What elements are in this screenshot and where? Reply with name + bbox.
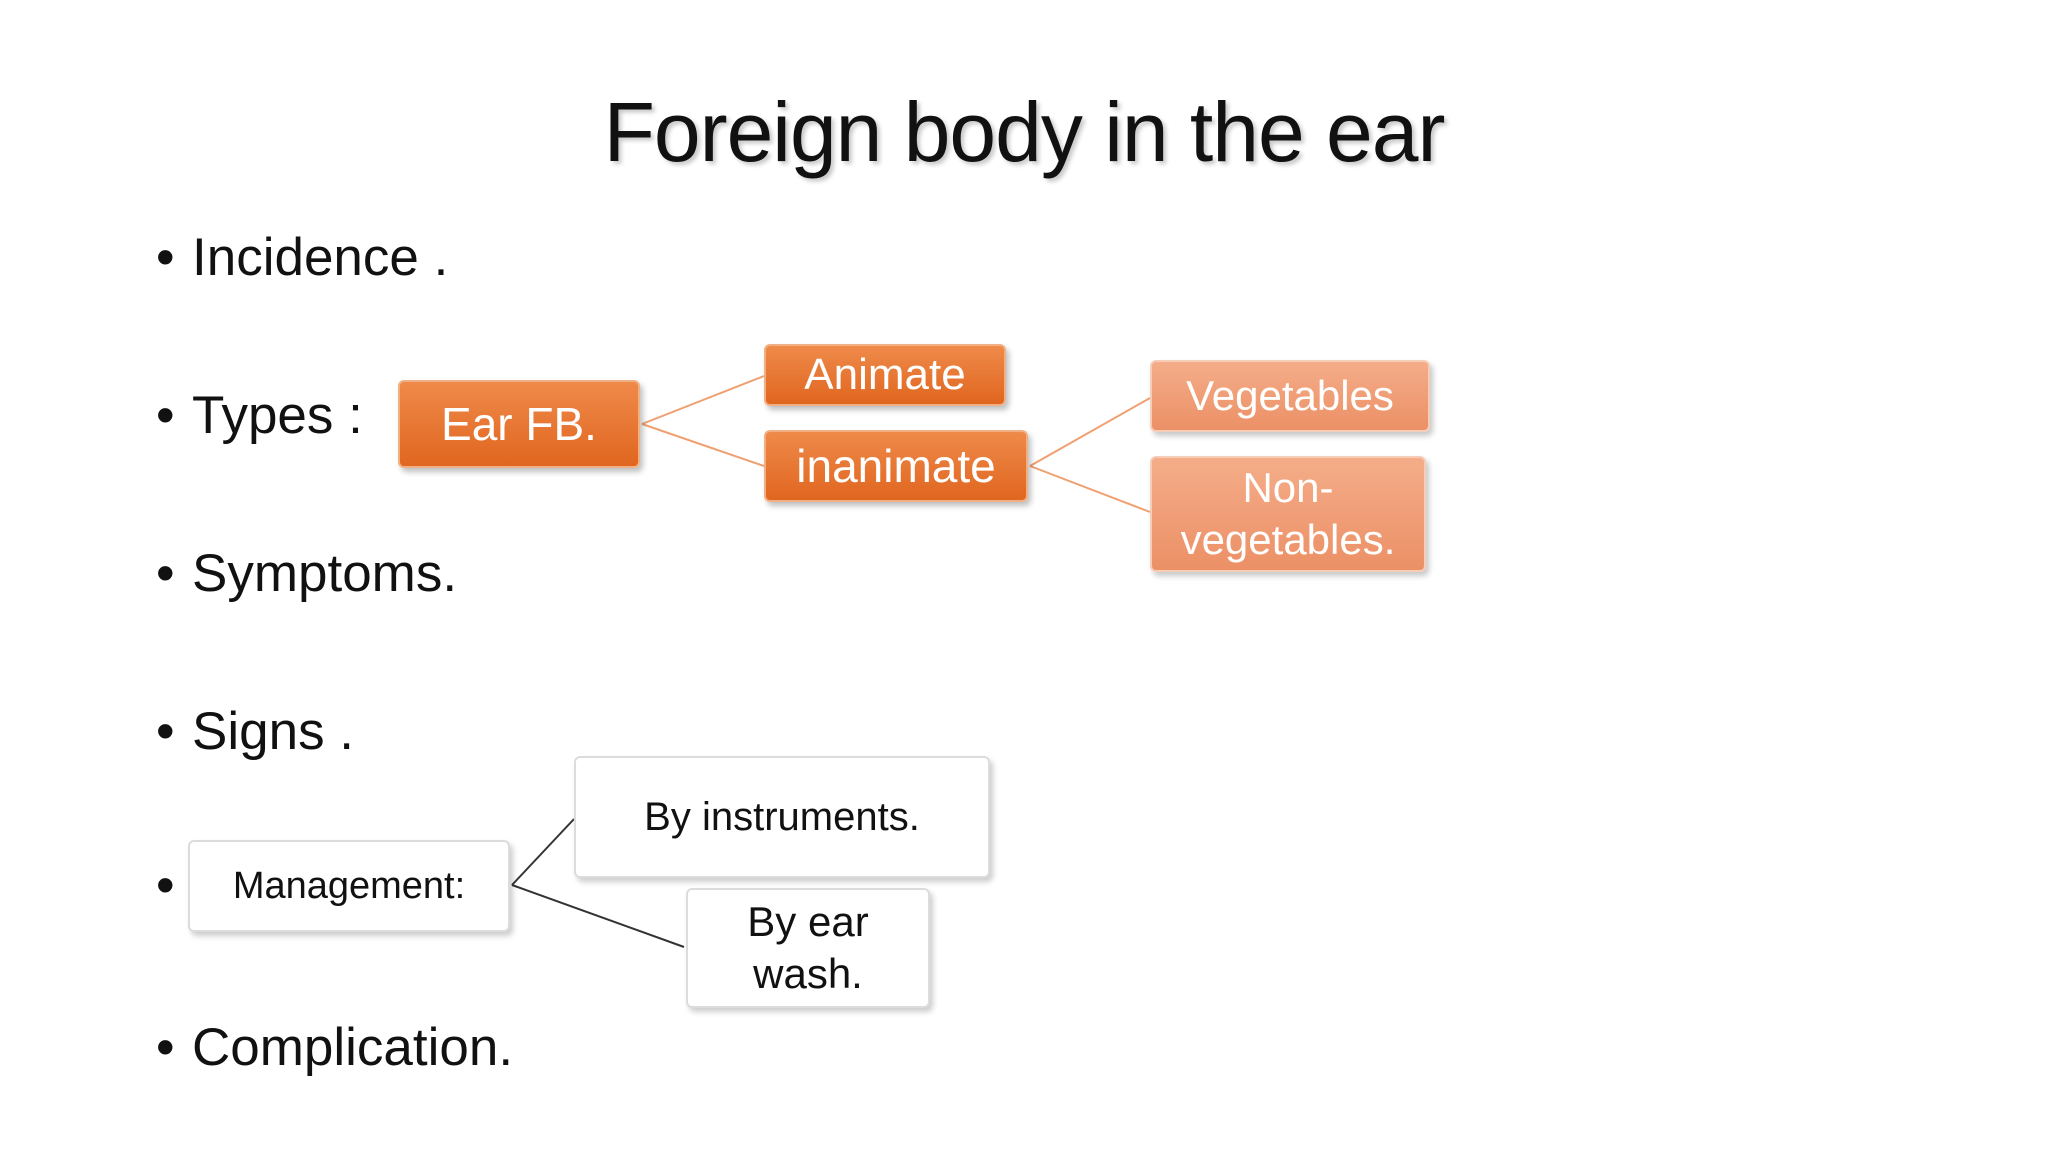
bullet-symptoms: • Symptoms.: [156, 542, 457, 606]
slide-title: Foreign body in the ear: [603, 85, 1446, 179]
connector-management-instruments: [511, 818, 575, 886]
bullet-label: Signs .: [192, 702, 355, 761]
bullet-complication: • Complication.: [156, 1016, 513, 1080]
bullet-dot: •: [156, 386, 175, 445]
node-animate: Animate: [764, 344, 1006, 406]
bullet-dot: •: [156, 1018, 175, 1077]
connector-earfb-animate: [641, 375, 765, 425]
connector-inanimate-nonvegetables: [1029, 465, 1151, 513]
bullet-types: • Types :: [156, 384, 363, 448]
bullet-dot: •: [156, 228, 175, 287]
connector-earfb-inanimate: [641, 423, 765, 467]
bullet-signs: • Signs .: [156, 700, 354, 764]
bullet-label: Incidence .: [192, 228, 449, 287]
bullet-label: Types :: [192, 386, 363, 445]
bullet-incidence: • Incidence .: [156, 226, 448, 290]
node-ear-fb: Ear FB.: [398, 380, 640, 468]
node-vegetables: Vegetables: [1150, 360, 1430, 432]
node-non-vegetables: Non- vegetables.: [1150, 456, 1426, 572]
node-by-ear-wash: By ear wash.: [686, 888, 930, 1008]
node-inanimate: inanimate: [764, 430, 1028, 502]
node-management: Management:: [188, 840, 510, 932]
bullet-dot: •: [156, 702, 175, 761]
node-by-instruments: By instruments.: [574, 756, 990, 878]
connector-management-earwash: [511, 884, 685, 948]
connector-inanimate-vegetables: [1029, 397, 1151, 467]
bullet-management: •: [156, 854, 192, 918]
bullet-dot: •: [156, 544, 175, 603]
bullet-label: Symptoms.: [192, 544, 458, 603]
bullet-label: Complication.: [192, 1018, 514, 1077]
bullet-dot: •: [156, 856, 175, 915]
